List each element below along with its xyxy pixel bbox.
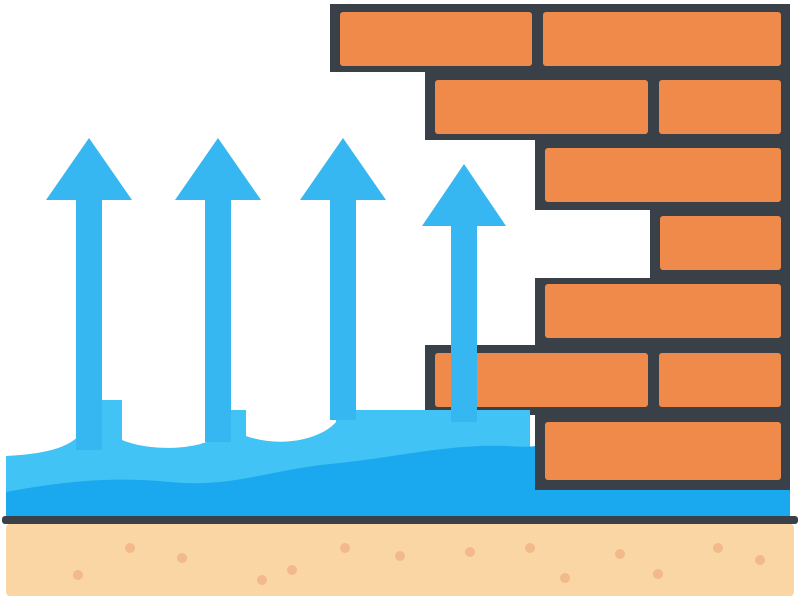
sand-speck	[615, 549, 625, 559]
sand-speck	[560, 573, 570, 583]
sand-ground-icon	[6, 524, 794, 596]
sand-speck	[340, 543, 350, 553]
brick	[545, 284, 781, 338]
sand-speck	[125, 543, 135, 553]
brick	[660, 216, 781, 270]
sand-speck	[525, 543, 535, 553]
upward-arrow-icon	[422, 164, 506, 422]
brick	[340, 12, 532, 66]
sand-speck	[395, 551, 405, 561]
sand-speck	[177, 553, 187, 563]
sand-speck	[465, 547, 475, 557]
sand-speck	[755, 555, 765, 565]
brick	[659, 80, 781, 134]
water-pool-icon	[6, 400, 790, 520]
ground-line	[2, 516, 798, 524]
upward-arrow-icon	[300, 138, 386, 420]
sand-speck	[287, 565, 297, 575]
water-dark-layer	[6, 445, 790, 520]
brick	[435, 80, 648, 134]
sand-speck	[713, 543, 723, 553]
brick	[659, 353, 781, 407]
sand-speck	[73, 570, 83, 580]
sand-speck	[653, 569, 663, 579]
upward-arrows	[46, 138, 506, 450]
brick	[543, 12, 781, 66]
brick-wall-icon	[330, 4, 790, 490]
upward-arrow-icon	[46, 138, 132, 450]
sand-speck	[257, 575, 267, 585]
brick	[545, 148, 781, 202]
upward-arrow-icon	[175, 138, 261, 442]
brick	[435, 353, 648, 407]
brick	[545, 422, 781, 480]
